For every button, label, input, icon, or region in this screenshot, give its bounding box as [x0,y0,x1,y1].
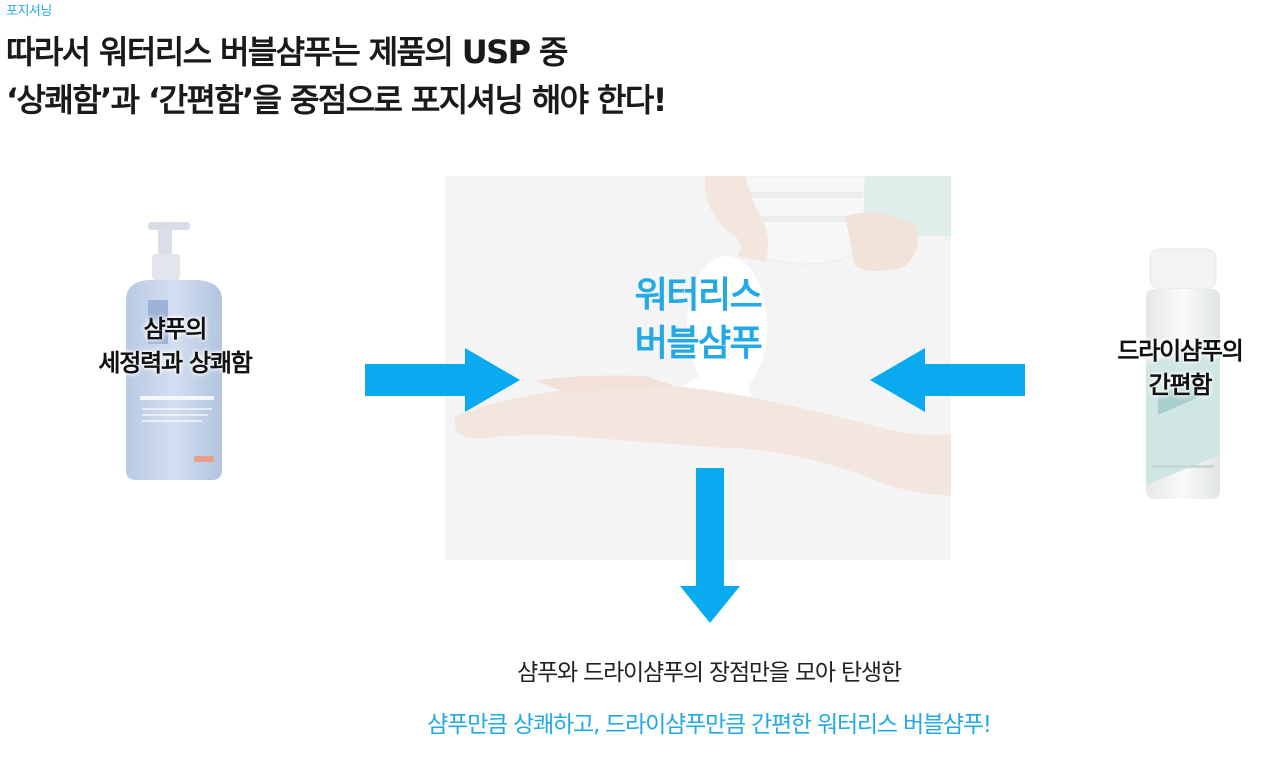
dry-shampoo-can-image [1146,248,1220,499]
arrow-right-icon [365,348,520,412]
arrow-down-icon [680,468,740,623]
center-title-line-1: 워터리스 [634,275,763,316]
arrow-left-icon [870,348,1025,412]
right-caption-line-1: 드라이샴푸의 [1117,337,1243,365]
left-caption-line-1: 샴푸의 [143,315,208,343]
right-caption: 드라이샴푸의 간편함 [1080,334,1280,402]
bottom-line-1: 샴푸와 드라이샴푸의 장점만을 모아 탄생한 [517,660,902,686]
hand-foam-illustration [455,176,951,496]
headline-line-2: ‘상쾌함’과 ‘간편함’을 중점으로 포지셔닝 해야 한다! [6,81,667,119]
bottom-line-2: 샴푸만큼 상쾌하고, 드라이샴푸만큼 간편한 워터리스 버블샴푸! [427,712,992,738]
section-label: 포지셔닝 [6,4,52,19]
right-caption-line-2: 간편함 [1148,371,1213,399]
center-product-title: 워터리스 버블샴푸 [580,272,816,368]
headline-line-1: 따라서 워터리스 버블샴푸는 제품의 USP 중 [6,33,568,71]
left-caption: 샴푸의 세정력과 상쾌함 [60,312,290,380]
shampoo-bottle-image [126,222,222,480]
headline: 따라서 워터리스 버블샴푸는 제품의 USP 중 ‘상쾌함’과 ‘간편함’을 중… [6,28,906,124]
left-caption-line-2: 세정력과 상쾌함 [98,349,253,377]
center-title-line-2: 버블샴푸 [634,323,763,364]
